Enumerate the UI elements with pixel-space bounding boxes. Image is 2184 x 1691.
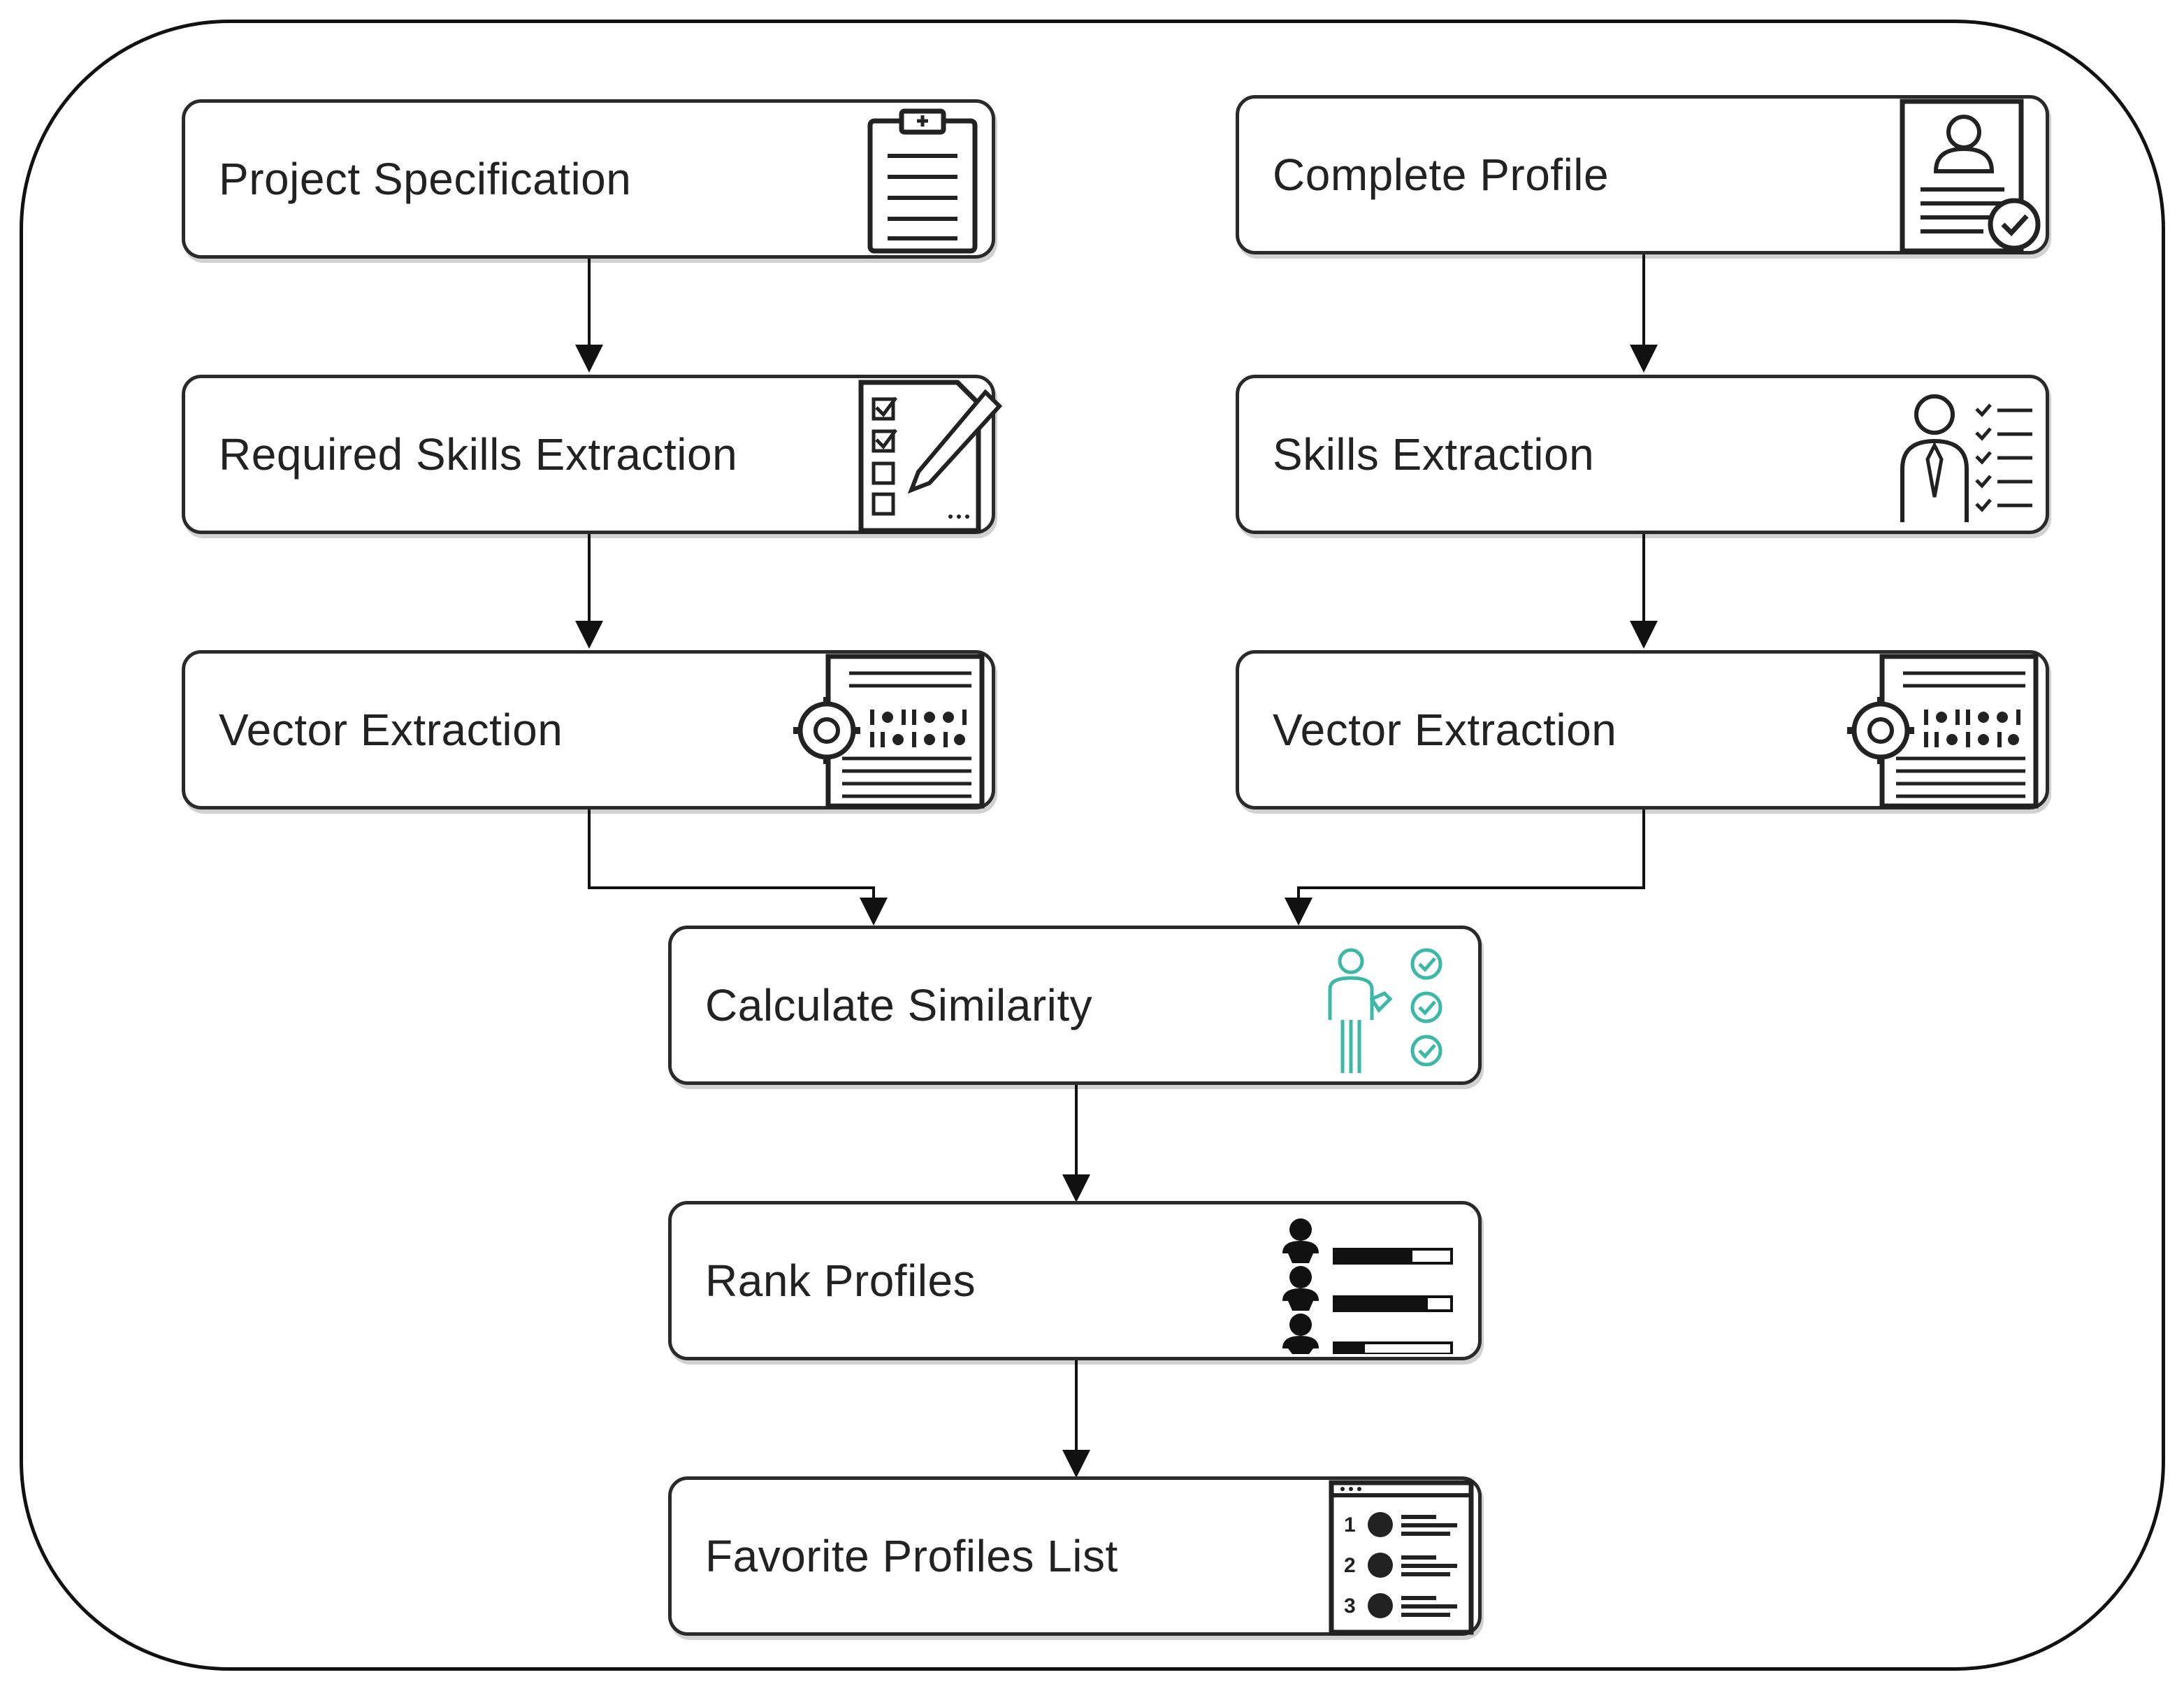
numbered-list-icon: 1 2 3 [1329, 1480, 1474, 1635]
person-checklist-icon [1900, 394, 2032, 522]
svg-text:1: 1 [1344, 1513, 1356, 1537]
edge-vector-right-to-similarity [1285, 808, 1645, 926]
node-label: Required Skills Extraction [219, 429, 738, 480]
node-vector-extraction-right: Vector Extraction [1236, 650, 2049, 809]
svg-text:3: 3 [1344, 1595, 1356, 1618]
node-label: Project Specification [219, 154, 632, 204]
node-required-skills-extraction: Required Skills Extraction [182, 375, 1003, 534]
checklist-pencil-icon [858, 380, 1003, 533]
person-presenting-checks-icon [1328, 948, 1442, 1073]
node-rank-profiles: Rank Profiles [668, 1201, 1482, 1360]
node-project-specification: Project Specification [182, 99, 995, 259]
node-complete-profile: Complete Profile [1236, 95, 2049, 254]
node-label: Favorite Profiles List [705, 1531, 1118, 1581]
node-label: Vector Extraction [219, 705, 563, 755]
node-label: Calculate Similarity [705, 980, 1093, 1030]
gear-binary-document-icon [1847, 654, 2039, 809]
node-vector-extraction-left: Vector Extraction [182, 650, 995, 809]
node-label: Rank Profiles [705, 1255, 976, 1306]
node-skills-extraction: Skills Extraction [1236, 375, 2049, 534]
node-label: Vector Extraction [1273, 705, 1617, 755]
svg-text:2: 2 [1344, 1554, 1356, 1577]
gear-binary-document-icon [793, 654, 985, 809]
clipboard-icon [867, 108, 978, 254]
node-favorite-profiles-list: Favorite Profiles List 1 2 3 [668, 1476, 1482, 1636]
node-label: Skills Extraction [1273, 429, 1595, 480]
outer-frame [20, 20, 2165, 1671]
profile-document-check-icon [1900, 99, 2041, 254]
edge-vector-left-to-similarity [588, 808, 888, 926]
node-calculate-similarity: Calculate Similarity [668, 926, 1482, 1085]
node-label: Complete Profile [1273, 150, 1610, 200]
ranked-people-bars-icon [1282, 1218, 1453, 1354]
